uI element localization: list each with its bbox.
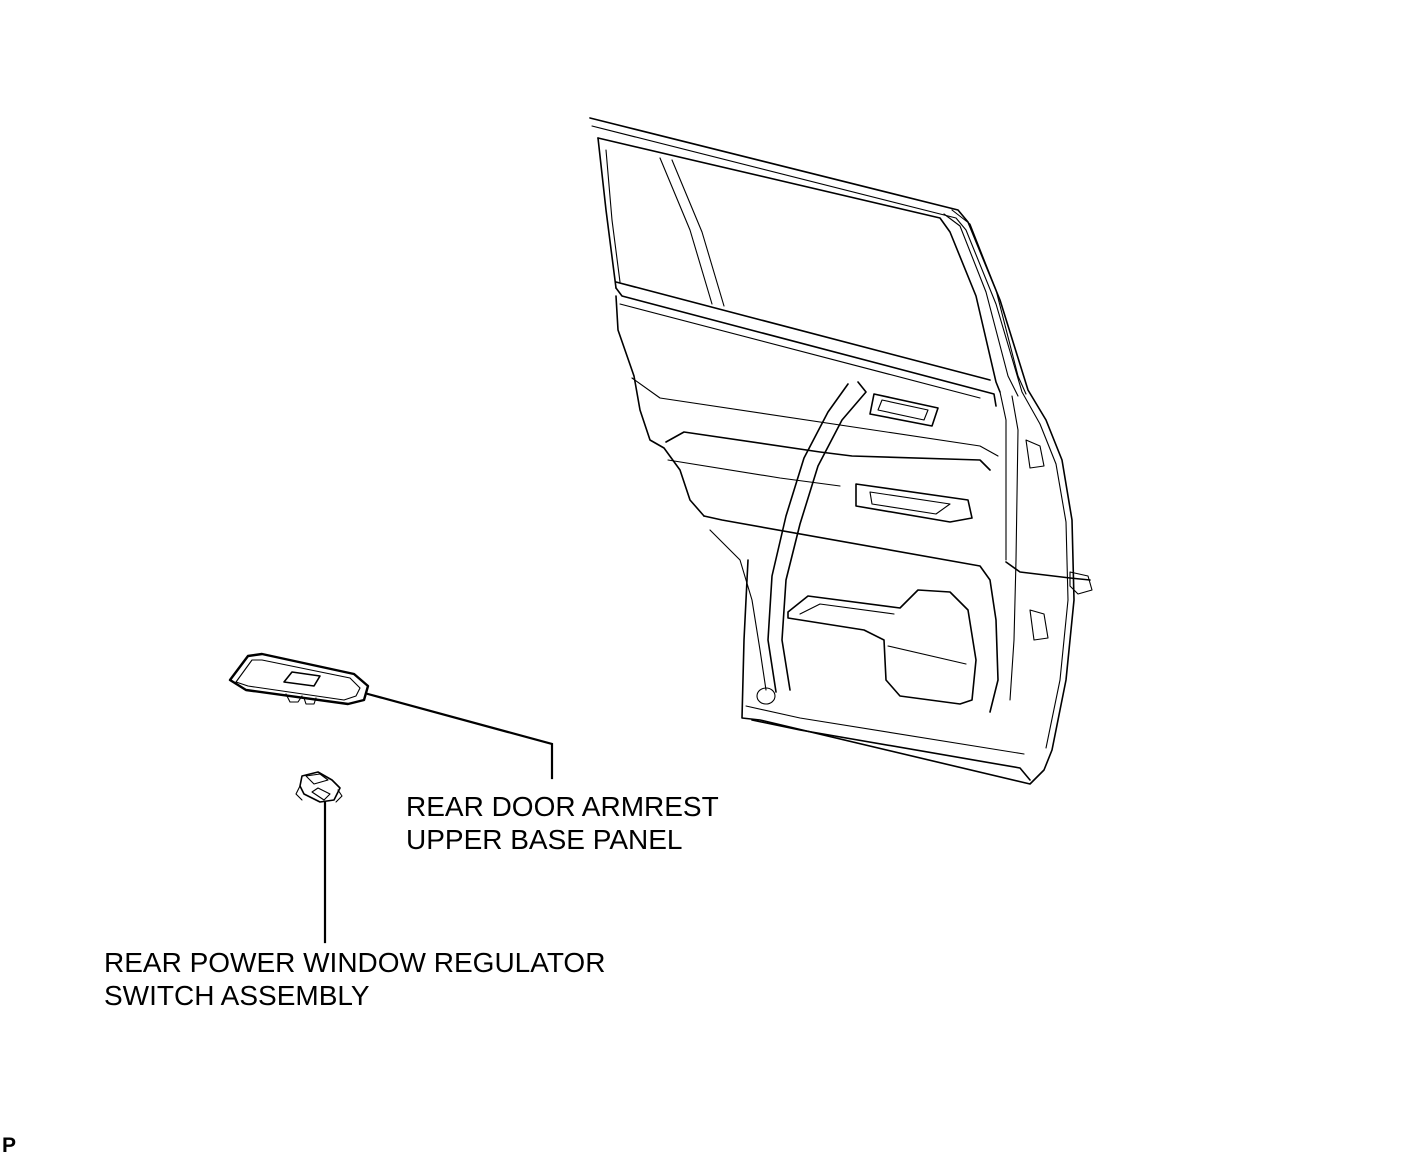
door-trim-lower-edge xyxy=(703,515,999,713)
callout-power-window-switch-assembly: REAR POWER WINDOW REGULATOR SWITCH ASSEM… xyxy=(104,946,605,1012)
switch-opening xyxy=(855,483,973,523)
rear-door-illustration xyxy=(589,117,1093,785)
switch-knob xyxy=(305,773,329,785)
callout-switch-line2: SWITCH ASSEMBLY xyxy=(104,980,370,1011)
door-window-frame-outer xyxy=(589,117,1075,785)
door-hinge-upper xyxy=(1025,439,1045,469)
door-trim-upper xyxy=(615,295,705,517)
callout-armrest-line2: UPPER BASE PANEL xyxy=(406,824,683,855)
window-division-bar xyxy=(659,157,713,305)
glass-run-channel-2 xyxy=(951,209,1027,395)
door-pocket xyxy=(787,589,977,705)
window-opening-bottom xyxy=(615,281,991,381)
switch-clips xyxy=(295,785,343,803)
door-window-frame-inner-line xyxy=(591,125,1069,749)
armrest-ornament-lower xyxy=(667,459,841,487)
switch-body xyxy=(299,771,341,803)
armrest-grip-inner xyxy=(767,383,849,693)
door-side-edge-1 xyxy=(999,391,1007,561)
window-opening-left-edge xyxy=(597,137,617,289)
power-window-switch-assembly xyxy=(295,771,343,803)
door-trim-belt-line xyxy=(615,287,997,407)
armrest-panel-rim xyxy=(235,659,361,701)
window-frame-left-inner xyxy=(605,149,621,283)
switch-opening-inner xyxy=(869,491,951,515)
door-pocket-inner xyxy=(799,603,967,665)
speaker-grille xyxy=(756,687,776,705)
leader-line-armrest-panel xyxy=(366,692,554,780)
corner-mark: P xyxy=(2,1134,17,1157)
armrest-ornament xyxy=(665,431,991,471)
door-side-edge-2 xyxy=(1009,395,1019,701)
door-trim-lower-inner xyxy=(709,529,767,691)
armrest-grip xyxy=(781,381,867,691)
callout-switch-line1: REAR POWER WINDOW REGULATOR xyxy=(104,947,606,978)
inside-handle-bezel-inner xyxy=(877,399,929,421)
armrest-upper-base-panel xyxy=(228,652,370,706)
switch-connector xyxy=(311,787,331,801)
glass-run-channel xyxy=(943,213,1019,397)
armrest-panel-switch-hole xyxy=(283,671,321,687)
door-lower-sill xyxy=(751,719,1031,781)
door-check-rod xyxy=(1005,561,1091,581)
window-glass-opening xyxy=(597,137,1001,393)
armrest-panel-tabs xyxy=(285,693,317,705)
door-trim-left-contour xyxy=(631,377,999,457)
door-trim-belt-line-inner xyxy=(619,303,981,399)
callout-armrest-line1: REAR DOOR ARMREST xyxy=(406,791,719,822)
inside-handle-bezel xyxy=(869,393,939,427)
door-check-bracket xyxy=(1069,571,1093,595)
door-lower-sill-inner xyxy=(745,705,1025,755)
door-hinge-lower xyxy=(1029,609,1049,641)
armrest-panel-outline xyxy=(228,652,370,706)
callout-armrest-upper-base-panel: REAR DOOR ARMREST UPPER BASE PANEL xyxy=(406,790,719,856)
window-division-bar-2 xyxy=(671,159,725,307)
